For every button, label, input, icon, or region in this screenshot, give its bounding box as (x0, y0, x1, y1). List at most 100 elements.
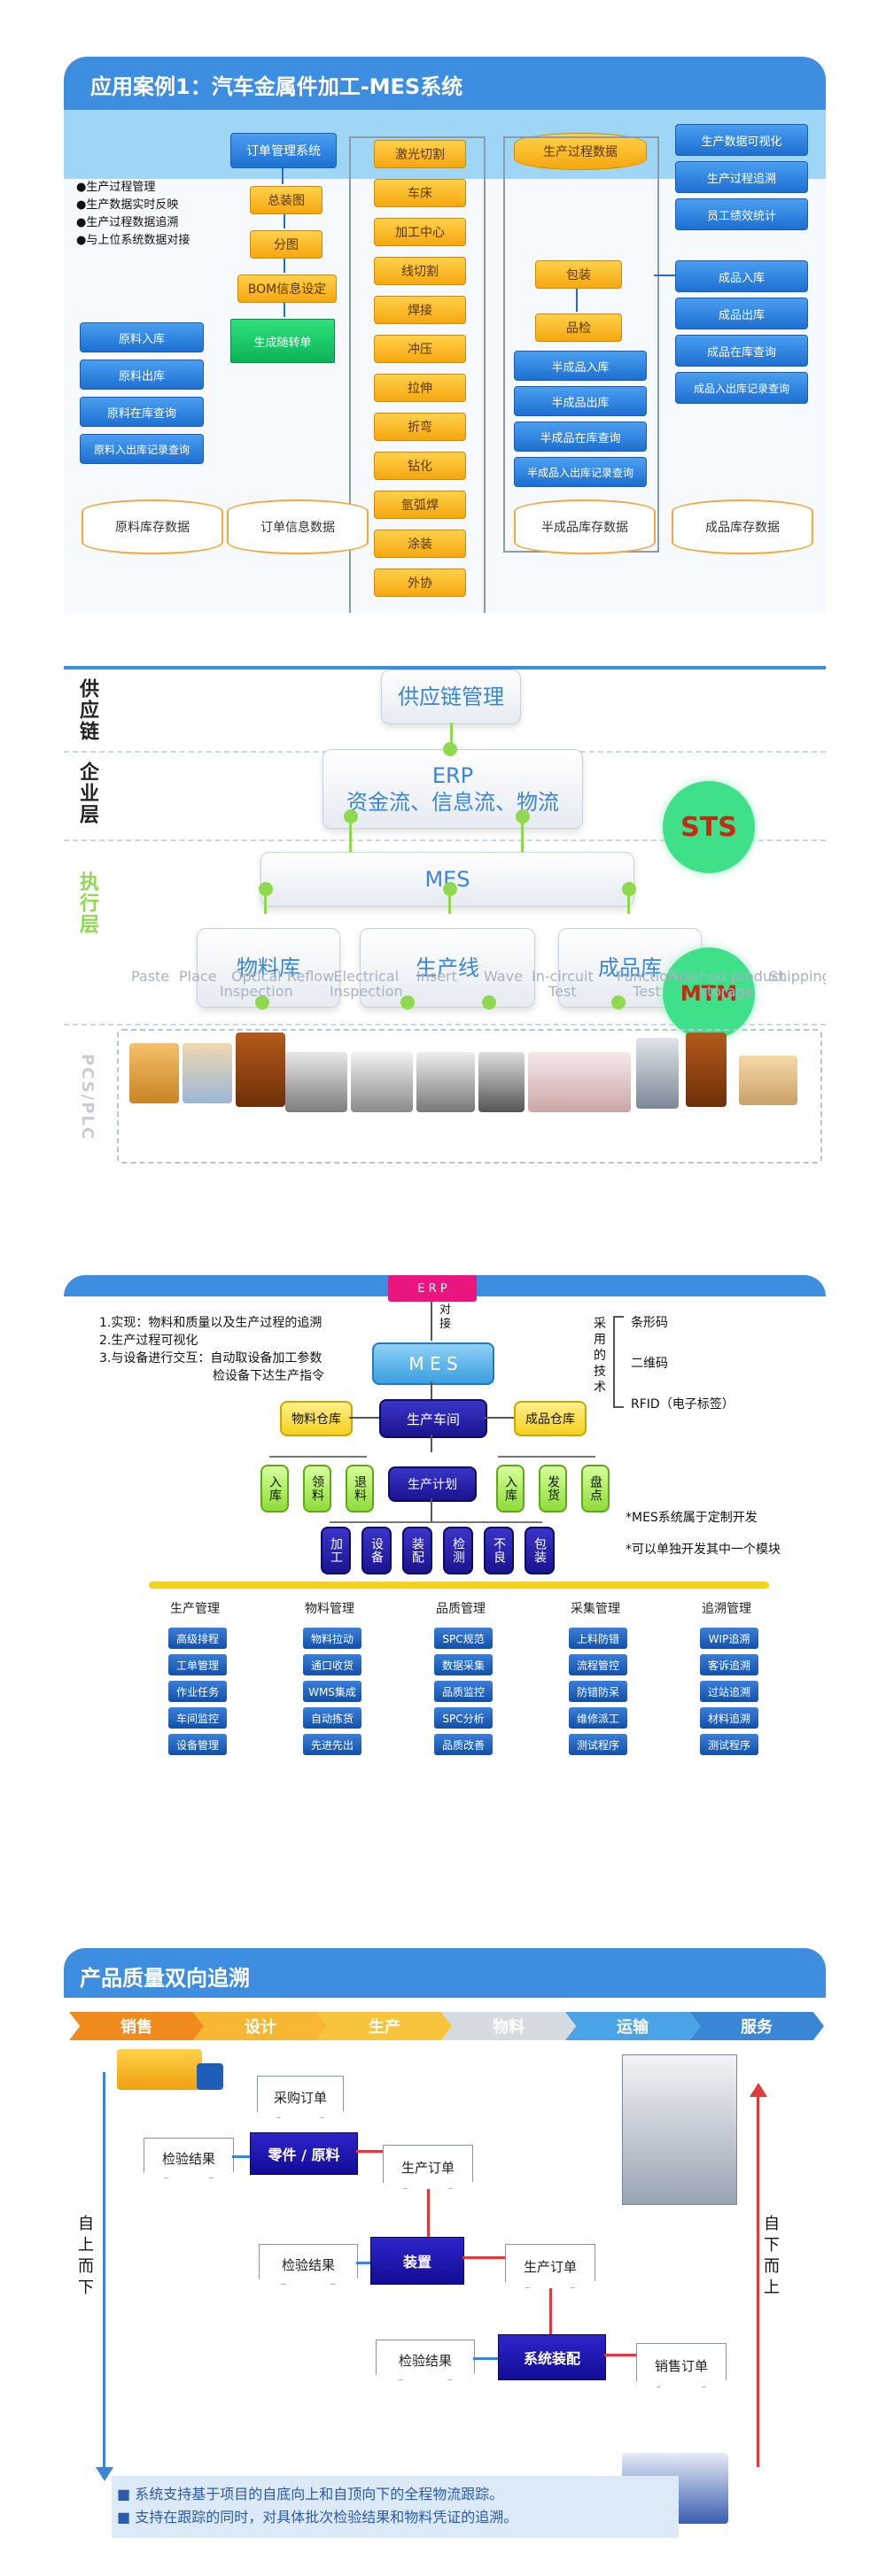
process-step[interactable]: 氩弧焊 (374, 491, 466, 519)
process-step[interactable]: 车床 (374, 179, 466, 207)
process-step[interactable]: 折弯 (374, 413, 466, 441)
module-item[interactable]: 车间监控 (168, 1707, 227, 1729)
leaf-ship[interactable]: 发货 (539, 1465, 567, 1512)
semi-query-button[interactable]: 半成品在库查询 (514, 422, 647, 452)
module-item[interactable]: 工单管理 (168, 1654, 227, 1675)
module-item[interactable]: 自动拣货 (303, 1707, 361, 1729)
module-item[interactable]: 过站追溯 (700, 1681, 758, 1702)
module-item[interactable]: 品质改善 (434, 1734, 493, 1755)
product-warehouse-node[interactable]: 成品仓库 (514, 1401, 587, 1436)
stage-service[interactable]: 服务 (689, 2012, 824, 2040)
process-step[interactable]: 涂装 (374, 530, 466, 558)
mes-node[interactable]: M E S (372, 1342, 494, 1385)
leaf-in[interactable]: 入库 (496, 1465, 525, 1512)
production-line-box[interactable]: 生产线 (360, 928, 535, 1008)
leaf-return[interactable]: 退料 (346, 1465, 374, 1512)
finished-in-button[interactable]: 成品入库 (675, 260, 808, 292)
stage-material[interactable]: 物料 (441, 2012, 576, 2040)
order-system-box[interactable]: 订单管理系统 (230, 133, 337, 168)
module-item[interactable]: 物料拉动 (303, 1628, 361, 1649)
flow-step[interactable]: 总装图 (250, 186, 323, 214)
trace-button[interactable]: 生产过程追溯 (675, 161, 808, 193)
leaf-pick[interactable]: 领料 (303, 1465, 331, 1512)
workshop-node[interactable]: 生产车间 (379, 1399, 487, 1438)
raw-record-button[interactable]: 原料入出库记录查询 (80, 434, 204, 464)
erp-box[interactable]: ERP 资金流、信息流、物流 (323, 749, 583, 829)
process-step[interactable]: 外协 (374, 569, 466, 597)
sales-order-doc[interactable]: 销售订单 (636, 2343, 727, 2387)
parts-box[interactable]: 零件 / 原料 (250, 2132, 358, 2175)
module-item[interactable]: 高级排程 (168, 1628, 227, 1649)
performance-button[interactable]: 员工绩效统计 (675, 198, 808, 230)
module-item[interactable]: SPC规范 (434, 1628, 493, 1649)
production-order-doc[interactable]: 生产订单 (505, 2244, 595, 2288)
module-item[interactable]: 材料追溯 (700, 1707, 758, 1729)
material-warehouse-node[interactable]: 物料仓库 (280, 1401, 353, 1436)
module-item[interactable]: 数据采集 (434, 1654, 493, 1675)
finished-out-button[interactable]: 成品出库 (675, 298, 808, 329)
module-item[interactable]: 维修派工 (569, 1707, 627, 1729)
leaf-count[interactable]: 盘点 (581, 1465, 610, 1512)
purchase-order-doc[interactable]: 采购订单 (257, 2076, 344, 2118)
process-step[interactable]: 加工中心 (374, 218, 466, 246)
process-step[interactable]: 冲压 (374, 335, 466, 363)
finished-query-button[interactable]: 成品在库查询 (675, 335, 808, 367)
process-step[interactable]: 拉伸 (374, 374, 466, 402)
production-data-db[interactable]: 生产过程数据 (514, 133, 647, 170)
module-item[interactable]: 作业任务 (168, 1681, 227, 1702)
inspection-doc[interactable]: 检验结果 (259, 2244, 358, 2285)
module-item[interactable]: 先进先出 (303, 1734, 361, 1755)
raw-query-button[interactable]: 原料在库查询 (80, 397, 204, 427)
process-node[interactable]: 包装 (525, 1527, 555, 1574)
stage-transport[interactable]: 运输 (565, 2012, 700, 2040)
process-node[interactable]: 不良 (484, 1527, 514, 1574)
material-warehouse-box[interactable]: 物料库 (197, 928, 340, 1008)
flow-step[interactable]: BOM信息设定 (237, 275, 337, 303)
stage-production[interactable]: 生产 (317, 2012, 452, 2040)
process-step[interactable]: 线切割 (374, 257, 466, 285)
module-head: 采集管理 (571, 1602, 620, 1616)
process-node[interactable]: 装配 (402, 1527, 432, 1574)
semi-in-button[interactable]: 半成品入库 (514, 351, 647, 381)
module-item[interactable]: 通口收货 (303, 1654, 361, 1675)
inspection-doc[interactable]: 检验结果 (376, 2340, 475, 2380)
leaf-in[interactable]: 入库 (260, 1465, 289, 1512)
inspection-doc[interactable]: 检验结果 (144, 2138, 234, 2178)
finished-record-button[interactable]: 成品入出库记录查询 (675, 372, 808, 404)
supply-chain-box[interactable]: 供应链管理 (381, 669, 521, 724)
assembly-box[interactable]: 装置 (370, 2237, 464, 2285)
work-order-box[interactable]: 生成随转单 (230, 319, 335, 363)
module-item[interactable]: 测试程序 (569, 1734, 627, 1755)
module-item[interactable]: 流程管控 (569, 1654, 627, 1675)
process-step[interactable]: 激光切割 (374, 140, 466, 168)
process-step[interactable]: 焊接 (374, 296, 466, 324)
packing-box[interactable]: 包装 (535, 260, 622, 289)
raw-in-button[interactable]: 原料入库 (80, 322, 204, 352)
stage-design[interactable]: 设计 (193, 2012, 328, 2040)
process-step[interactable]: 钻化 (374, 452, 466, 480)
process-node[interactable]: 检测 (443, 1527, 473, 1574)
module-item[interactable]: WIP追溯 (700, 1628, 758, 1649)
semi-record-button[interactable]: 半成品入出库记录查询 (514, 457, 647, 487)
module-item[interactable]: 测试程序 (700, 1734, 758, 1755)
module-item[interactable]: WMS集成 (303, 1681, 361, 1702)
semi-out-button[interactable]: 半成品出库 (514, 386, 647, 416)
system-assembly-box[interactable]: 系统装配 (498, 2334, 606, 2380)
raw-out-button[interactable]: 原料出库 (80, 360, 204, 390)
module-item[interactable]: SPC分析 (434, 1707, 493, 1729)
quality-check-box[interactable]: 品检 (535, 313, 622, 342)
stage-sales[interactable]: 销售 (69, 2012, 204, 2040)
module-item[interactable]: 防错防呆 (569, 1681, 627, 1702)
process-node[interactable]: 设备 (361, 1527, 392, 1574)
flow-step[interactable]: 分图 (250, 230, 323, 259)
plan-node[interactable]: 生产计划 (388, 1466, 477, 1502)
process-node[interactable]: 加工 (321, 1527, 351, 1574)
module-item[interactable]: 设备管理 (168, 1734, 227, 1755)
production-order-doc[interactable]: 生产订单 (383, 2145, 473, 2189)
module-item[interactable]: 客诉追溯 (700, 1654, 758, 1675)
module-item[interactable]: 上料防错 (569, 1628, 627, 1649)
visualization-button[interactable]: 生产数据可视化 (675, 124, 808, 156)
erp-node[interactable]: E R P (388, 1275, 477, 1302)
mes-box[interactable]: MES (260, 852, 634, 907)
module-item[interactable]: 品质监控 (434, 1681, 493, 1702)
